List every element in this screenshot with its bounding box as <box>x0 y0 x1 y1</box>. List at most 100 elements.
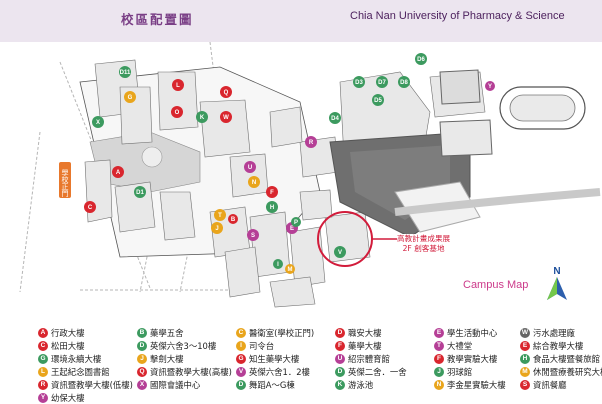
marker-d11: D11 <box>119 66 131 78</box>
svg-text:A: A <box>116 170 121 176</box>
legend-label: 舞蹈A～G棟 <box>249 380 295 390</box>
svg-text:D1: D1 <box>136 190 144 196</box>
legend-badge: D <box>335 367 345 377</box>
marker-f: F <box>266 186 278 198</box>
marker-c: C <box>84 201 96 213</box>
legend-label: 司令台 <box>249 341 275 351</box>
legend-label: 職安大樓 <box>348 328 382 338</box>
legend-badge: C <box>38 341 48 351</box>
marker-j: J <box>211 222 223 234</box>
legend-badge: N <box>434 380 444 390</box>
campus-map: D11 G L Q X O A K W U N C D1 E J F H S D… <box>0 42 602 318</box>
svg-text:R: R <box>309 140 314 146</box>
legend-badge: D <box>137 341 147 351</box>
legend-badge: J <box>434 367 444 377</box>
legend-badge: G <box>236 354 246 364</box>
legend-badge: B <box>137 328 147 338</box>
legend-label: 食品大樓暨餐旅館 <box>533 354 600 364</box>
svg-text:B: B <box>231 217 236 223</box>
legend-badge: D <box>236 380 246 390</box>
marker-d5: D5 <box>372 94 384 106</box>
school-gate-label: 學校正門 <box>61 168 69 198</box>
svg-text:F: F <box>270 190 274 196</box>
legend-badge: U <box>335 354 345 364</box>
marker-d4: D4 <box>329 112 341 124</box>
svg-text:L: L <box>176 83 180 89</box>
svg-text:Q: Q <box>224 90 229 96</box>
legend-badge: W <box>520 328 530 338</box>
compass-icon: N <box>547 266 567 300</box>
legend-label: 國際會議中心 <box>150 380 201 390</box>
marker-q: Q <box>220 86 232 98</box>
legend-badge: M <box>520 367 530 377</box>
marker-s: S <box>247 229 259 241</box>
svg-text:D6: D6 <box>417 57 425 63</box>
marker-l: L <box>172 79 184 91</box>
legend-label: 綜合教學大樓 <box>533 341 584 351</box>
legend-badge: E <box>520 341 530 351</box>
legend-label: 幼保大樓 <box>51 393 85 403</box>
svg-text:N: N <box>252 180 256 186</box>
legend-badge: F <box>335 341 345 351</box>
page-title: 校區配置圖 <box>121 12 194 27</box>
svg-text:O: O <box>175 110 180 116</box>
legend-label: 擊劍大樓 <box>150 354 184 364</box>
legend-label: 學生活動中心 <box>447 328 498 338</box>
legend-label: 松田大樓 <box>51 341 85 351</box>
svg-text:J: J <box>215 226 218 232</box>
legend-label: 資訊暨教學大樓(高樓) <box>150 367 232 377</box>
legend-badge: R <box>38 380 48 390</box>
legend-badge: Y <box>38 393 48 403</box>
svg-text:U: U <box>248 165 252 171</box>
marker-w: W <box>220 111 232 123</box>
marker-x: X <box>92 116 104 128</box>
marker-o: O <box>171 106 183 118</box>
legend-label: 游泳池 <box>348 380 374 390</box>
marker-m: M <box>285 264 295 274</box>
marker-v: V <box>334 246 346 258</box>
marker-i: I <box>273 259 283 269</box>
legend-label: 資訊暨教學大樓(低樓) <box>51 380 133 390</box>
east-road <box>394 188 601 216</box>
legend-label: 藥學五舍 <box>150 328 184 338</box>
legend-label: 休閒暨療養研究大樓 <box>533 367 602 377</box>
legend-label: 行政大樓 <box>51 328 85 338</box>
legend-badge: I <box>236 341 246 351</box>
legend-label: 環境永續大樓 <box>51 354 102 364</box>
svg-text:Y: Y <box>488 84 492 90</box>
legend-label: 英傑二舍．一舍 <box>348 367 407 377</box>
softball-court <box>439 69 481 105</box>
svg-text:V: V <box>338 250 342 256</box>
school-gate-sign <box>59 162 71 198</box>
marker-y: Y <box>485 81 495 91</box>
marker-k: K <box>196 111 208 123</box>
svg-text:S: S <box>251 233 255 239</box>
legend-label: 羽球館 <box>447 367 473 377</box>
callout-line1: 高教計畫成果展 <box>397 234 451 243</box>
legend-badge: T <box>434 341 444 351</box>
svg-text:D4: D4 <box>331 116 339 122</box>
legend-label: 王起紀念圖書館 <box>51 367 110 377</box>
legend-badge: A <box>38 328 48 338</box>
legend-badge: E <box>434 328 444 338</box>
svg-text:G: G <box>128 95 133 101</box>
marker-g: G <box>124 91 136 103</box>
legend-label: 李金星實驗大樓 <box>447 380 506 390</box>
